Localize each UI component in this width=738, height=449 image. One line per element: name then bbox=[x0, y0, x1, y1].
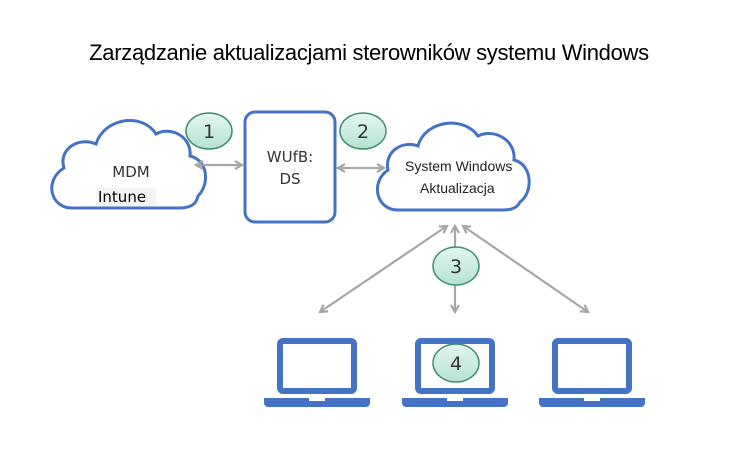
windows-update-cloud bbox=[376, 121, 531, 212]
mdm-label: MDM bbox=[112, 163, 150, 181]
svg-text:3: 3 bbox=[450, 256, 462, 278]
laptop-icon bbox=[539, 338, 645, 407]
arrow-wu-laptop-1 bbox=[320, 226, 447, 312]
step-badge-1: 1 bbox=[185, 112, 233, 150]
wufb-label-line2: DS bbox=[279, 170, 301, 188]
svg-text:2: 2 bbox=[357, 121, 369, 143]
step-badge-2: 2 bbox=[339, 112, 387, 150]
laptop-icon bbox=[264, 338, 370, 407]
diagram-title: Zarządzanie aktualizacjami sterowników s… bbox=[89, 40, 649, 65]
intune-label: Intune bbox=[96, 188, 156, 206]
svg-text:4: 4 bbox=[450, 353, 462, 375]
wufb-label-line1: WUfB: bbox=[266, 148, 314, 166]
windows-update-label-line2: Aktualizacja bbox=[420, 180, 495, 196]
step-badge-4: 4 bbox=[432, 343, 480, 383]
step-badge-3: 3 bbox=[432, 246, 480, 286]
wufb-ds-box bbox=[243, 110, 337, 224]
mdm-cloud bbox=[50, 119, 207, 210]
arrow-wu-laptop-3 bbox=[463, 226, 588, 312]
windows-update-label-line1: System Windows bbox=[405, 158, 513, 174]
svg-text:1: 1 bbox=[203, 121, 215, 143]
